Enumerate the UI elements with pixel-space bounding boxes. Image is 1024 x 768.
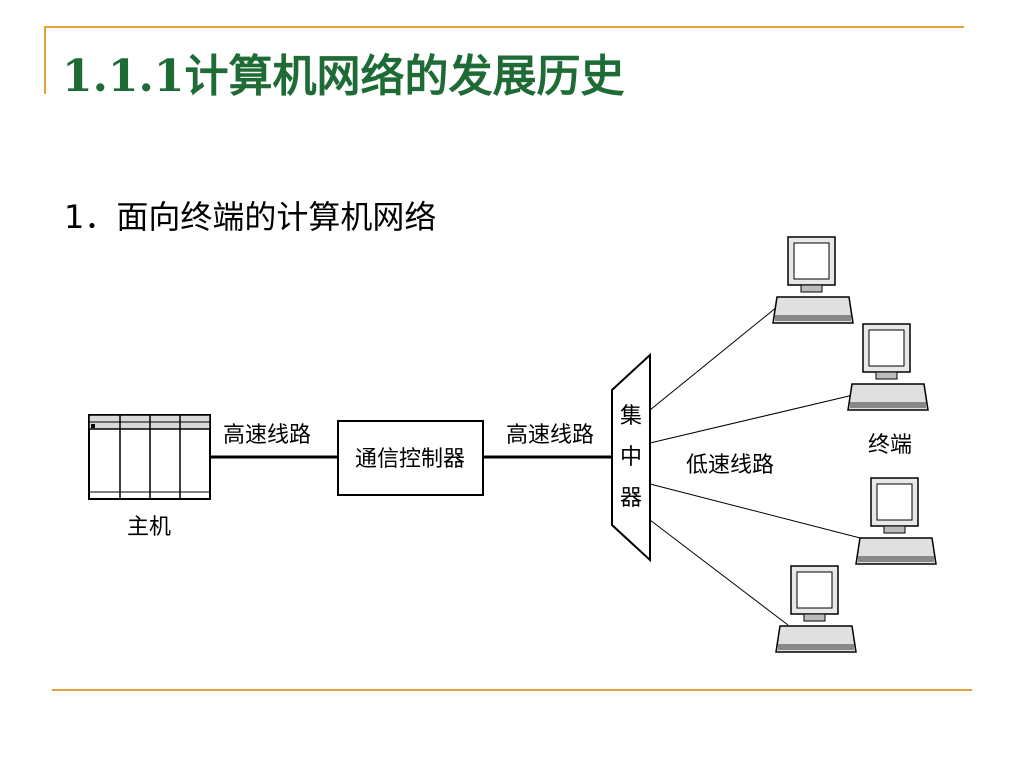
low-speed-line-label: 低速线路 xyxy=(686,453,774,478)
title-frame-vertical xyxy=(44,26,46,94)
concentrator-char-3: 器 xyxy=(620,486,642,511)
concentrator-char-1: 集 xyxy=(620,404,642,429)
low-speed-line-1 xyxy=(649,297,789,411)
title-frame-horizontal xyxy=(44,26,964,28)
concentrator-char-2: 中 xyxy=(620,445,642,470)
slide-title: 1.1.1计算机网络的发展历史 xyxy=(62,51,625,102)
comm-controller-label: 通信控制器 xyxy=(355,447,465,472)
host-label: 主机 xyxy=(127,515,171,540)
slide-subtitle: 1．面向终端的计算机网络 xyxy=(64,198,437,236)
terminal-label: 终端 xyxy=(868,433,912,458)
terminal-icon xyxy=(847,323,929,411)
high-speed-line-right-label: 高速线路 xyxy=(506,423,594,448)
low-speed-line-2 xyxy=(649,391,867,444)
terminal-icon xyxy=(855,477,937,565)
host-icon xyxy=(88,414,211,500)
footer-rule xyxy=(52,689,972,691)
terminal-icon xyxy=(775,565,857,653)
high-speed-line-left-label: 高速线路 xyxy=(223,423,311,448)
terminal-icon xyxy=(772,236,854,324)
low-speed-line-4 xyxy=(649,519,789,626)
comm-controller-box xyxy=(337,420,484,496)
concentrator-shape xyxy=(611,352,651,563)
low-speed-line-3 xyxy=(649,483,869,541)
